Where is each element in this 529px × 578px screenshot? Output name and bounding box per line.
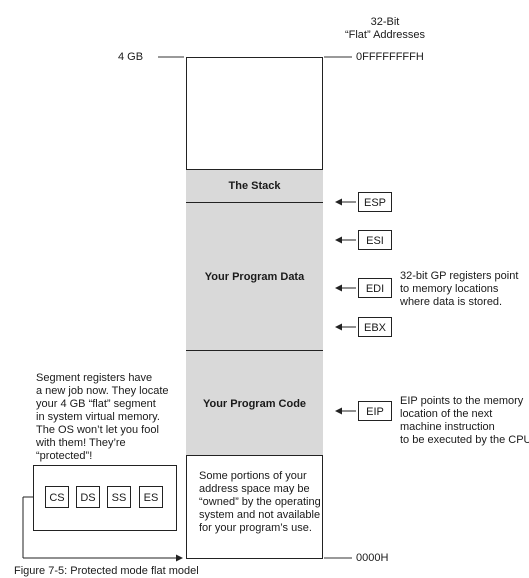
data-segment: Your Program Data xyxy=(186,203,323,351)
eip-note: EIP points to the memory location of the… xyxy=(400,395,529,446)
es-register-box: ES xyxy=(139,486,163,508)
code-segment: Your Program Code xyxy=(186,351,323,456)
segment-registers-note: Segment registers have a new job now. Th… xyxy=(36,372,169,462)
address-4gb-label: 4 GB xyxy=(118,51,144,63)
data-label: Your Program Data xyxy=(204,271,305,283)
esi-register-box: ESI xyxy=(358,230,392,250)
address-top-label: 0FFFFFFFFH xyxy=(356,51,424,63)
flat-addresses-caption: 32-Bit “Flat” Addresses xyxy=(344,16,426,41)
gp-registers-note: 32-bit GP registers point to memory loca… xyxy=(400,270,519,308)
cs-register-box: CS xyxy=(45,486,69,508)
reserved-os-text: Some portions of your address space may … xyxy=(199,470,321,534)
esp-register-box: ESP xyxy=(358,192,392,212)
ss-register-box: SS xyxy=(107,486,131,508)
edi-register-box: EDI xyxy=(358,278,392,298)
ebx-register-box: EBX xyxy=(358,317,392,337)
ds-register-box: DS xyxy=(76,486,100,508)
stack-segment: The Stack xyxy=(186,169,323,203)
address-bottom-label: 0000H xyxy=(356,552,389,564)
stack-label: The Stack xyxy=(228,180,281,192)
eip-register-box: EIP xyxy=(358,401,392,421)
figure-caption: Figure 7-5: Protected mode flat model xyxy=(14,565,199,577)
segment-registers-box xyxy=(33,465,177,531)
code-label: Your Program Code xyxy=(202,398,307,410)
